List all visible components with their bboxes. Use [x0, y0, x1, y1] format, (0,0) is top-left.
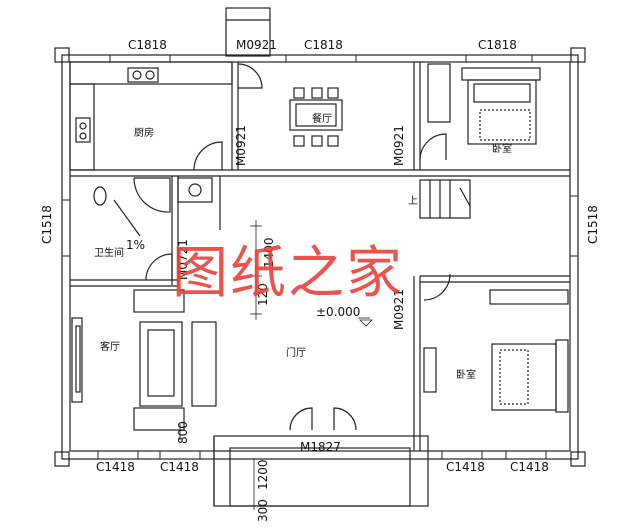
watermark: 图纸之家	[172, 241, 404, 306]
window-label-bottom-1: C1418	[96, 460, 135, 474]
room-label-hall: 门厅	[286, 348, 306, 359]
dimension-1200: 1200	[256, 459, 270, 490]
door-label-mid-right: M0921	[392, 125, 406, 166]
window-label-bottom-2: C1418	[160, 460, 199, 474]
dimension-300: 300	[256, 499, 270, 522]
room-label-bathroom: 卫生间	[94, 248, 124, 259]
bed-northeast	[427, 63, 541, 145]
room-label-bedroom-se: 卧室	[456, 370, 476, 381]
front-porch	[213, 435, 429, 507]
door-swings	[145, 63, 451, 431]
window-label-top-right: C1818	[478, 38, 517, 52]
main-door-label: M1827	[300, 440, 341, 454]
staircase	[419, 179, 471, 219]
room-label-dining: 餐厅	[312, 114, 332, 125]
room-label-living: 客厅	[100, 342, 120, 353]
dimension-lines	[179, 220, 373, 510]
window-label-bottom-4: C1418	[510, 460, 549, 474]
room-label-kitchen: 厨房	[134, 128, 154, 139]
window-marks	[61, 54, 579, 460]
kitchen-sink	[75, 67, 159, 143]
dimension-800: 800	[176, 421, 190, 444]
window-label-top-left: C1818	[128, 38, 167, 52]
room-label-bedroom-ne: 卧室	[492, 144, 512, 155]
living-sofa-set	[71, 289, 217, 431]
bathroom-fixtures	[93, 177, 213, 237]
elevation-label: ±0.000	[316, 305, 361, 319]
window-label-left-side: C1518	[40, 205, 54, 244]
bed-southeast	[423, 289, 569, 413]
window-label-bottom-3: C1418	[446, 460, 485, 474]
slope-label: 1%	[126, 238, 146, 252]
door-label-top: M0921	[236, 38, 277, 52]
window-label-top-mid: C1818	[304, 38, 343, 52]
window-label-right-side: C1518	[586, 205, 600, 244]
rear-entry	[225, 7, 271, 57]
dining-table	[289, 87, 343, 147]
door-label-mid-left: M0921	[234, 125, 248, 166]
stair-up-label: 上	[408, 196, 418, 207]
